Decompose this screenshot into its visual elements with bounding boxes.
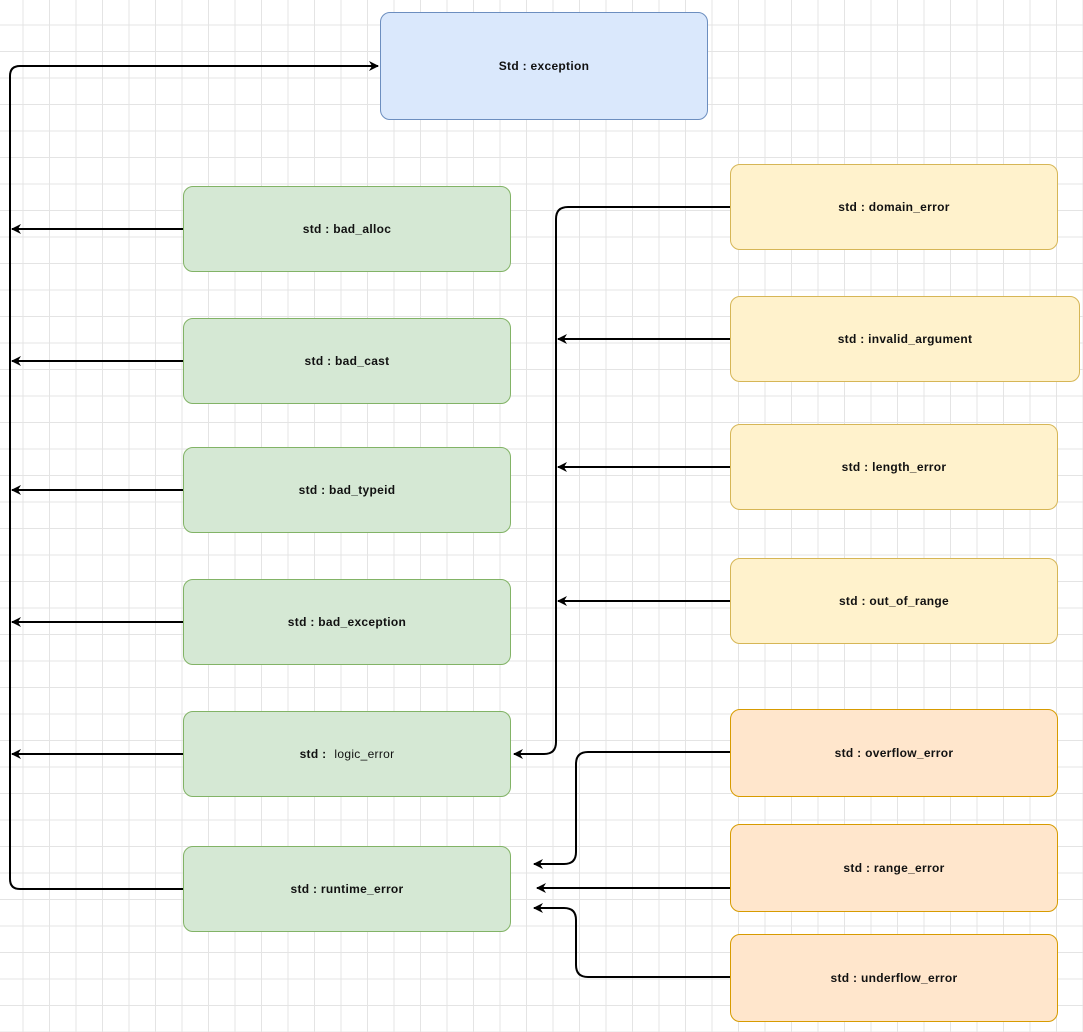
edge-overflow-error	[533, 751, 730, 869]
logic-error-prefix: std :	[299, 747, 327, 761]
domain-error-node[interactable]: std : domain_error	[730, 164, 1058, 250]
exception-node[interactable]: Std : exception	[380, 12, 708, 120]
bad-exception-node[interactable]: std : bad_exception	[183, 579, 511, 665]
invalid-argument-node[interactable]: std : invalid_argument	[730, 296, 1080, 382]
bad-typeid-node[interactable]: std : bad_typeid	[183, 447, 511, 533]
edge-domain-error	[513, 206, 730, 759]
length-error-node[interactable]: std : length_error	[730, 424, 1058, 510]
underflow-error-node[interactable]: std : underflow_error	[730, 934, 1058, 1022]
logic-error-name: logic_error	[334, 747, 395, 761]
logic-error-node[interactable]: std : logic_error	[183, 711, 511, 797]
bad-cast-node[interactable]: std : bad_cast	[183, 318, 511, 404]
overflow-error-node[interactable]: std : overflow_error	[730, 709, 1058, 797]
runtime-error-node[interactable]: std : runtime_error	[183, 846, 511, 932]
range-error-node[interactable]: std : range_error	[730, 824, 1058, 912]
edge-underflow-error	[533, 903, 730, 978]
bad-alloc-node[interactable]: std : bad_alloc	[183, 186, 511, 272]
out-of-range-node[interactable]: std : out_of_range	[730, 558, 1058, 644]
